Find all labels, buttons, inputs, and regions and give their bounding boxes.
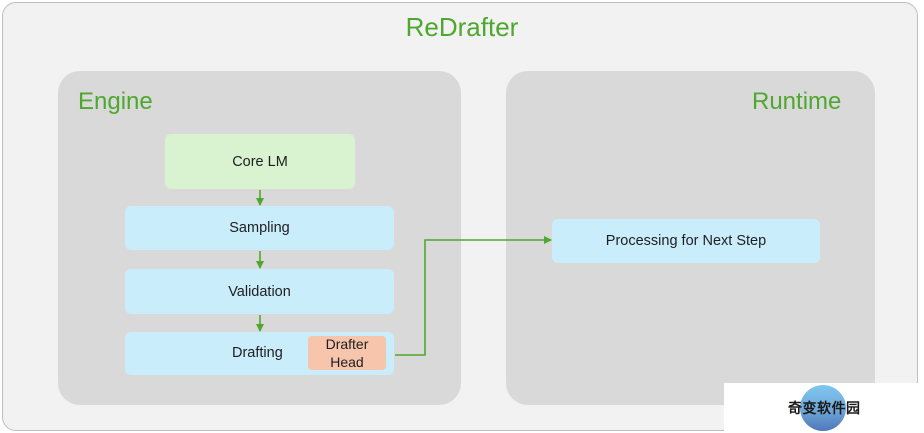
drafter-head-box: Drafter Head [308, 336, 386, 370]
processing-label: Processing for Next Step [605, 233, 767, 249]
drafting-label: Drafting [232, 345, 283, 361]
validation-label: Validation [228, 283, 291, 300]
runtime-title: Runtime [752, 88, 842, 115]
core-lm-label: Core LM [232, 153, 288, 170]
validation-box: Validation [125, 269, 394, 314]
diagram-title: ReDrafter [405, 12, 519, 42]
processing-box: Processing for Next Step [552, 219, 820, 263]
watermark-text: 奇变软件园 [788, 401, 861, 417]
sampling-label: Sampling [229, 220, 290, 236]
arrow-drafting-to-processing [395, 236, 552, 356]
engine-title: Engine [78, 88, 153, 115]
core-lm-box: Core LM [165, 134, 355, 189]
watermark-logo-icon [800, 385, 846, 431]
sampling-box: Sampling [125, 206, 394, 250]
